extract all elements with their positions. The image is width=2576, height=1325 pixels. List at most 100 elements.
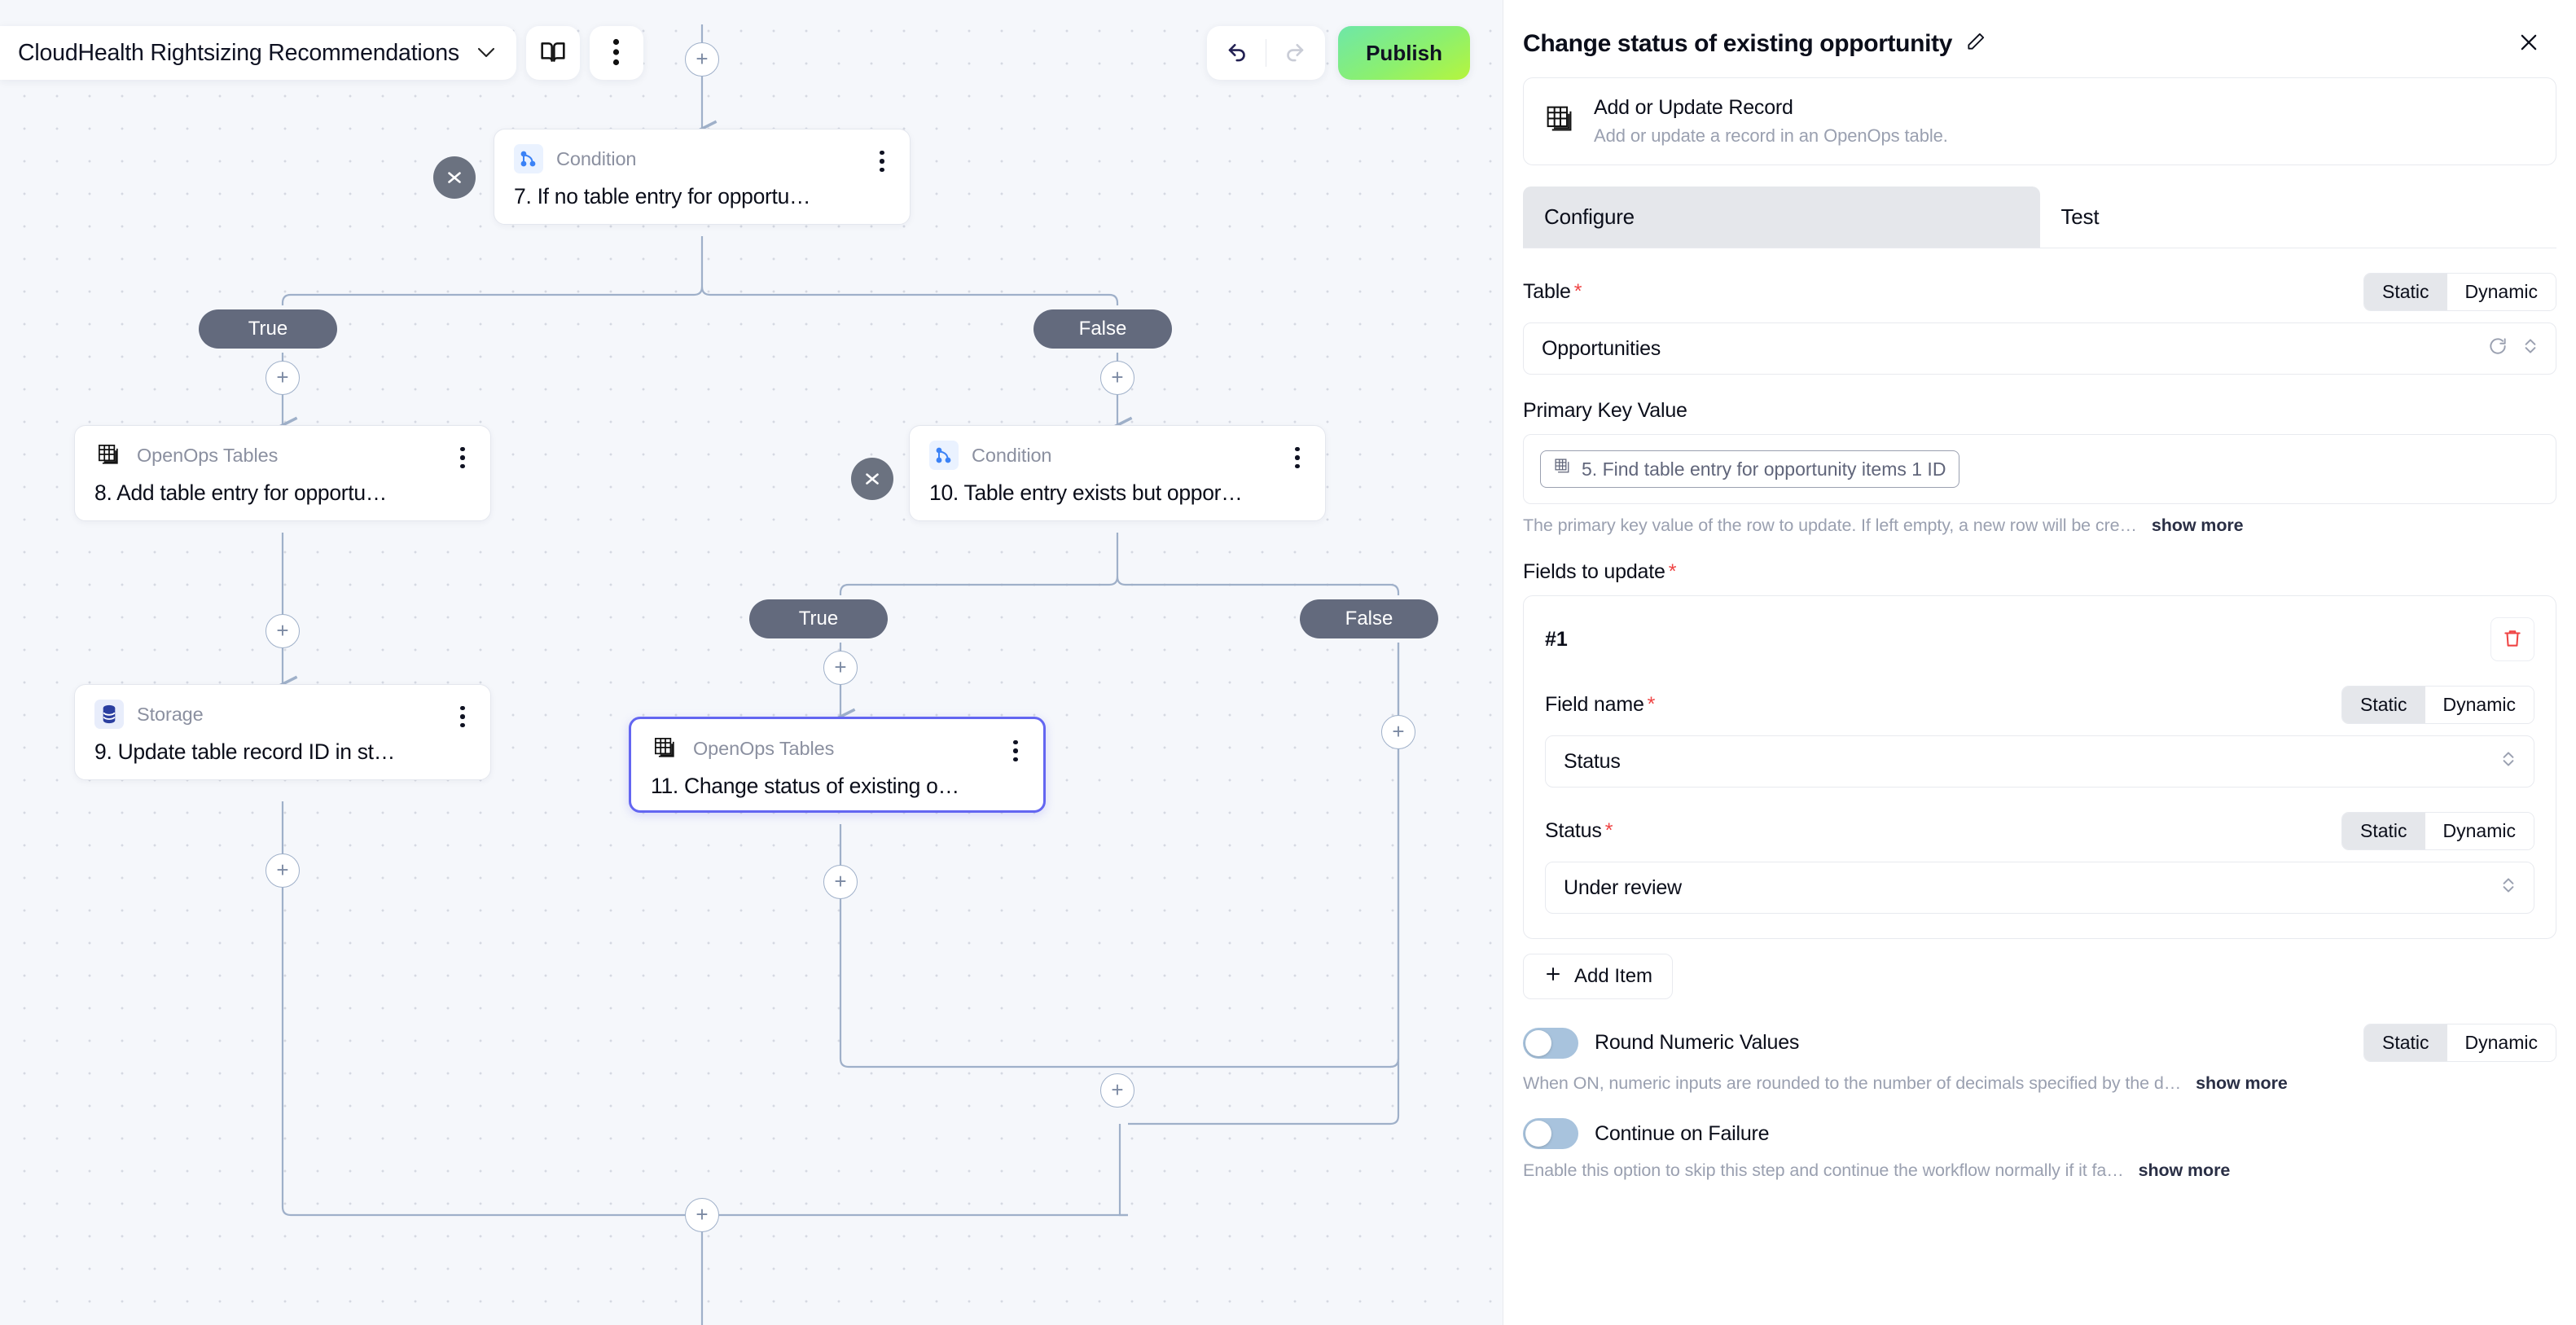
table-field-header: Table* Static Dynamic (1523, 273, 2556, 311)
node-type-label: Storage (137, 703, 204, 725)
continue-on-failure-show-more[interactable]: show more (2138, 1160, 2231, 1180)
workflow-selector[interactable]: CloudHealth Rightsizing Recommendations (0, 26, 516, 80)
add-step-button-merge-right[interactable]: + (1100, 1073, 1134, 1108)
node-title: 7. If no table entry for opportu… (514, 184, 811, 208)
status-select-icons (2501, 875, 2516, 902)
docs-button[interactable] (525, 26, 580, 80)
field-item-card: #1 Field name* Static Dynamic (1523, 595, 2556, 939)
delete-field-item-button[interactable] (2490, 617, 2534, 661)
node-type-label: OpenOps Tables (693, 737, 835, 759)
undo-button[interactable] (1220, 35, 1256, 71)
required-asterisk: * (1647, 693, 1656, 716)
round-numeric-left: Round Numeric Values (1523, 1027, 1800, 1059)
field-item-header: #1 (1545, 617, 2534, 661)
add-step-button-top[interactable]: + (685, 42, 719, 77)
field-name-mode-dynamic[interactable]: Dynamic (2425, 687, 2534, 723)
round-numeric-show-more[interactable]: show more (2196, 1073, 2288, 1093)
table-label: Table* (1523, 280, 1582, 304)
primary-key-input[interactable]: 5. Find table entry for opportunity item… (1523, 434, 2556, 504)
add-step-button-after-11[interactable]: + (823, 865, 858, 899)
panel-title-row: Change status of existing opportunity (1523, 30, 1986, 58)
mention-chip[interactable]: 5. Find table entry for opportunity item… (1540, 450, 1960, 488)
fields-to-update-header: Fields to update* (1523, 560, 2556, 584)
add-step-button-after-8[interactable]: + (265, 614, 300, 648)
redo-button[interactable] (1276, 35, 1312, 71)
add-step-button-true-7[interactable]: + (265, 361, 300, 395)
continue-on-failure-hint: Enable this option to skip this step and… (1523, 1160, 2556, 1181)
node-header: Condition (929, 441, 1307, 470)
chevron-down-icon (477, 47, 495, 59)
table-mode-dynamic[interactable]: Dynamic (2447, 274, 2556, 310)
node-menu-button[interactable] (869, 146, 895, 177)
node-type-label: Condition (972, 444, 1052, 466)
add-item-button[interactable]: Add Item (1523, 954, 1674, 999)
field-name-select[interactable]: Status (1545, 735, 2534, 788)
tab-test[interactable]: Test (2039, 186, 2556, 248)
pencil-icon[interactable] (1965, 31, 1986, 56)
branch-label-false-10: False (1300, 599, 1438, 638)
node-type-label: OpenOps Tables (137, 444, 279, 466)
round-numeric-row: Round Numeric Values Static Dynamic (1523, 1024, 2556, 1062)
continue-on-failure-row: Continue on Failure (1523, 1118, 2556, 1149)
close-x-icon (2517, 34, 2540, 56)
add-step-button-true-10[interactable]: + (823, 651, 858, 685)
add-step-button-false-10[interactable]: + (1381, 715, 1415, 749)
node-menu-button[interactable] (450, 442, 476, 473)
chevron-updown-icon (2501, 748, 2516, 775)
undo-redo-group (1207, 26, 1326, 80)
node-storage-9[interactable]: Storage 9. Update table record ID in st… (74, 684, 491, 780)
chevron-updown-icon (2501, 875, 2516, 902)
round-numeric-toggle[interactable] (1523, 1027, 1578, 1059)
collapse-button-10[interactable] (851, 458, 893, 500)
status-mode-static[interactable]: Static (2342, 813, 2425, 849)
node-header: Condition (514, 144, 892, 173)
workflow-more-button[interactable] (589, 26, 643, 80)
panel-body: Table* Static Dynamic Opportunities (1503, 273, 2576, 1181)
primary-key-show-more[interactable]: show more (2151, 516, 2244, 535)
table-select[interactable]: Opportunities (1523, 322, 2556, 375)
continue-on-failure-toggle[interactable] (1523, 1118, 1578, 1149)
piece-info-card: Add or Update Record Add or update a rec… (1523, 77, 2556, 165)
refresh-icon[interactable] (2487, 336, 2508, 362)
collapse-button-7[interactable] (433, 156, 476, 199)
add-step-button-merge-bottom[interactable]: + (685, 1198, 719, 1232)
page-title: Change status of existing opportunity (1523, 29, 1953, 57)
continue-on-failure-hint-text: Enable this option to skip this step and… (1523, 1160, 2124, 1180)
workflow-canvas[interactable]: CloudHealth Rightsizing Recommendations (0, 0, 1503, 1325)
node-openops-tables-11[interactable]: OpenOps Tables 11. Change status of exis… (629, 717, 1046, 813)
node-menu-button[interactable] (1284, 442, 1310, 473)
publish-button[interactable]: Publish (1338, 26, 1470, 80)
add-step-button-false-7[interactable]: + (1100, 361, 1134, 395)
status-mode-toggle: Static Dynamic (2341, 812, 2534, 850)
node-title: 10. Table entry exists but oppor… (929, 480, 1243, 505)
panel-header: Change status of existing opportunity (1503, 0, 2576, 59)
node-condition-10[interactable]: Condition 10. Table entry exists but opp… (909, 425, 1326, 521)
workflow-toolbar-right: Publish (1207, 26, 1470, 80)
round-numeric-mode-toggle: Static Dynamic (2363, 1024, 2556, 1062)
piece-name: Add or Update Record (1594, 96, 1793, 119)
required-asterisk: * (1604, 819, 1613, 842)
tables-icon (94, 441, 124, 470)
close-panel-button[interactable] (2514, 28, 2543, 59)
book-icon (540, 39, 566, 68)
status-field-label-text: Status (1545, 819, 1602, 842)
status-select[interactable]: Under review (1545, 862, 2534, 914)
field-name-mode-static[interactable]: Static (2342, 687, 2425, 723)
table-mode-static[interactable]: Static (2364, 274, 2447, 310)
node-condition-7[interactable]: Condition 7. If no table entry for oppor… (494, 129, 911, 225)
round-numeric-label: Round Numeric Values (1595, 1031, 1800, 1054)
round-numeric-mode-dynamic[interactable]: Dynamic (2447, 1024, 2556, 1061)
node-menu-button[interactable] (450, 701, 476, 732)
branch-label-true-7: True (199, 309, 337, 349)
redo-arrow-icon (1282, 40, 1306, 67)
add-step-button-after-9[interactable]: + (265, 853, 300, 888)
tab-configure[interactable]: Configure (1523, 186, 2040, 248)
node-openops-tables-8[interactable]: OpenOps Tables 8. Add table entry for op… (74, 425, 491, 521)
status-mode-dynamic[interactable]: Dynamic (2425, 813, 2534, 849)
node-menu-button[interactable] (1003, 735, 1029, 766)
tables-icon (1554, 458, 1572, 480)
node-header: Storage (94, 700, 472, 729)
round-numeric-mode-static[interactable]: Static (2364, 1024, 2447, 1061)
table-label-text: Table (1523, 280, 1571, 303)
mention-chip-text: 5. Find table entry for opportunity item… (1582, 458, 1946, 480)
